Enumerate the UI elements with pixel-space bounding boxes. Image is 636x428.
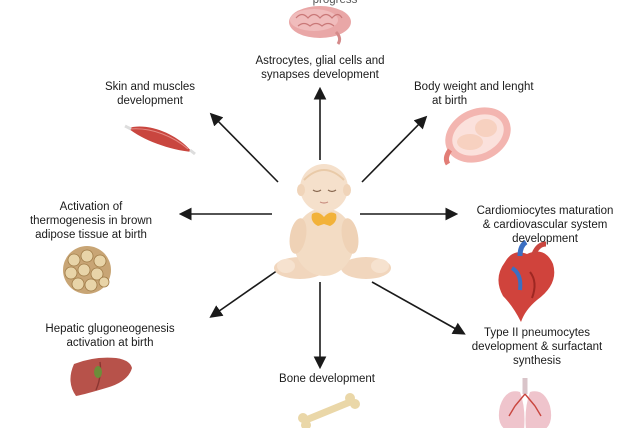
bone-icon xyxy=(298,393,360,428)
heart-icon xyxy=(498,242,554,322)
arrow-down-right xyxy=(372,282,463,333)
baby-with-thyroid-icon xyxy=(274,164,391,279)
label-bone: Bone development xyxy=(262,372,392,386)
arrow-up-right xyxy=(362,118,425,182)
fetus-in-womb-icon xyxy=(436,97,520,173)
label-cardio: Cardiomiocytes maturation& cardiovascula… xyxy=(460,204,630,246)
muscle-icon xyxy=(125,126,195,154)
brain-icon xyxy=(289,6,351,44)
arrow-up-left xyxy=(212,115,278,182)
arrow-down-left xyxy=(212,270,278,316)
liver-icon xyxy=(70,358,132,396)
lungs-icon xyxy=(499,378,551,428)
adipose-tissue-icon xyxy=(63,246,111,294)
